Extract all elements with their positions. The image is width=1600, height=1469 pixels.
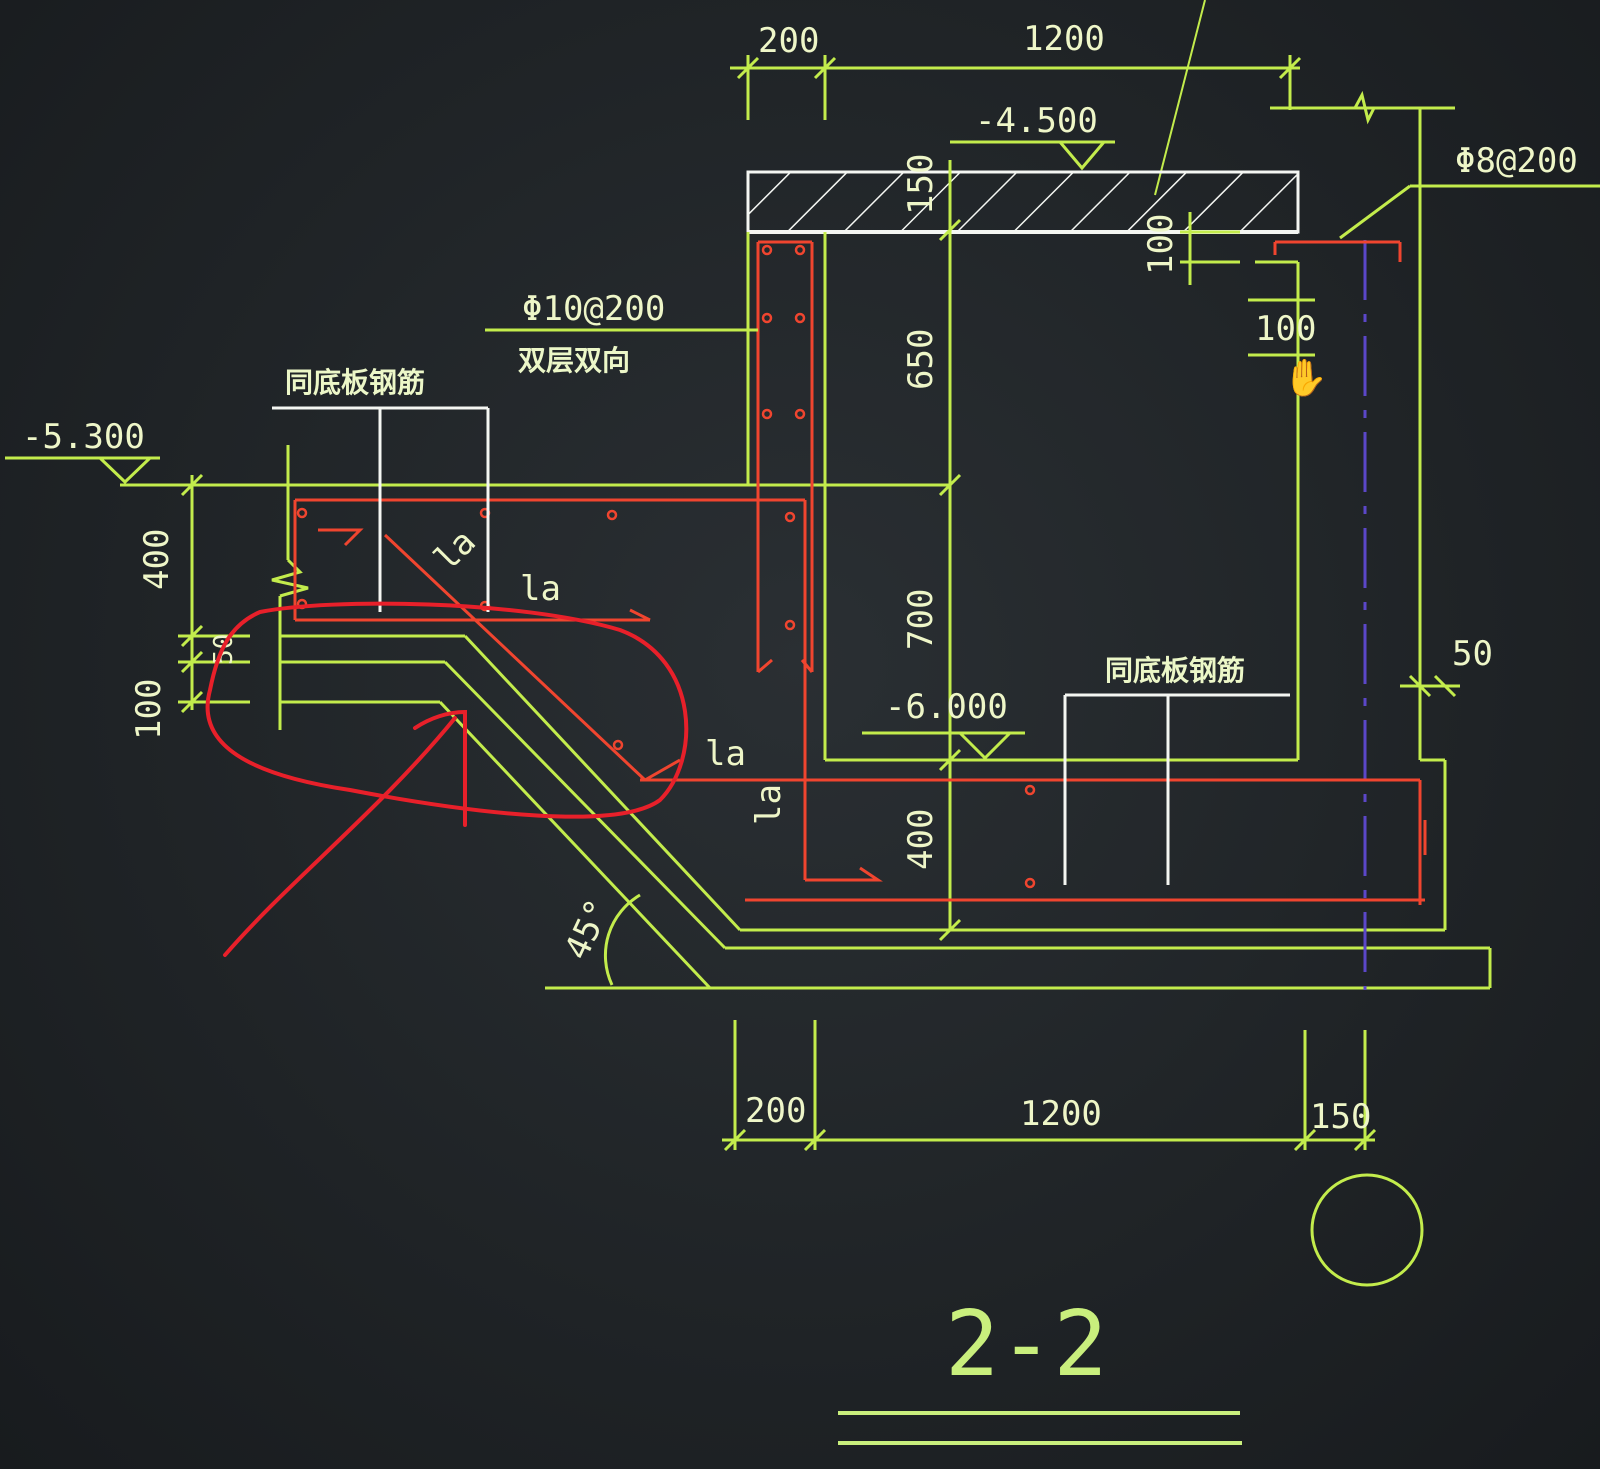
rebar-red (293, 240, 1427, 905)
top-dimension-chain (730, 55, 1302, 120)
dim-right-100b: 100 (1255, 309, 1316, 349)
elevation-top-label: -4.500 (975, 101, 1098, 141)
elevation-marker-bottom (862, 731, 1025, 761)
rebar-label-left-wall-note: 双层双向 (518, 344, 630, 377)
dim-slab-thickness: 150 (901, 154, 941, 215)
dim-bottom-slab: 400 (901, 809, 941, 870)
dim-lower-wall: 700 (901, 589, 941, 650)
bottom-dimension-chain (722, 1020, 1377, 1152)
hand-cursor-icon: ✋ (1283, 357, 1328, 399)
top-slab-hatched (746, 170, 1300, 234)
elevation-marker-left (5, 456, 160, 485)
angle-label: 45° (557, 893, 619, 966)
dim-upper-wall: 650 (901, 329, 941, 390)
anchorage-la-1: la (427, 522, 484, 579)
grid-axis-bubble (1310, 1173, 1424, 1287)
dim-right-50: 50 (1452, 634, 1493, 674)
rebar-label-right-wall: Φ8@200 (1455, 141, 1578, 181)
structure-outline (120, 90, 1492, 990)
leader-line-top (1154, 0, 1206, 196)
label-same-as-floor-left: 同底板钢筋 (285, 366, 425, 399)
dim-right-100a: 100 (1141, 214, 1181, 275)
dim-left-100: 100 (129, 679, 169, 740)
elevation-left-label: -5.300 (22, 417, 145, 457)
dim-left-400: 400 (137, 529, 177, 590)
dim-bottom-left: 200 (745, 1091, 806, 1131)
elevation-marker-top (950, 140, 1115, 171)
left-dimension-chain (178, 473, 250, 714)
angle-arc (603, 893, 641, 986)
red-markup-annotation (205, 601, 689, 957)
rebar-dots (296, 244, 1036, 889)
elevation-bottom-label: -6.000 (885, 687, 1008, 727)
rebar-leaders (485, 184, 1600, 332)
anchorage-la-2: la (520, 569, 561, 609)
anchorage-la-4: la (749, 784, 789, 825)
section-title: 2-2 (945, 1292, 1108, 1397)
dim-bottom-main: 1200 (1020, 1094, 1102, 1134)
callout-lines-white (272, 406, 1290, 885)
dim-bottom-right: 150 (1310, 1097, 1371, 1137)
label-same-as-floor-right: 同底板钢筋 (1105, 654, 1245, 687)
rebar-label-left-wall: Φ10@200 (522, 289, 665, 329)
dim-top-main: 1200 (1023, 19, 1105, 59)
center-dim-ticks (938, 218, 962, 942)
dim-top-left: 200 (758, 21, 819, 61)
right-small-dims (1180, 212, 1460, 698)
anchorage-la-3: la (705, 734, 746, 774)
